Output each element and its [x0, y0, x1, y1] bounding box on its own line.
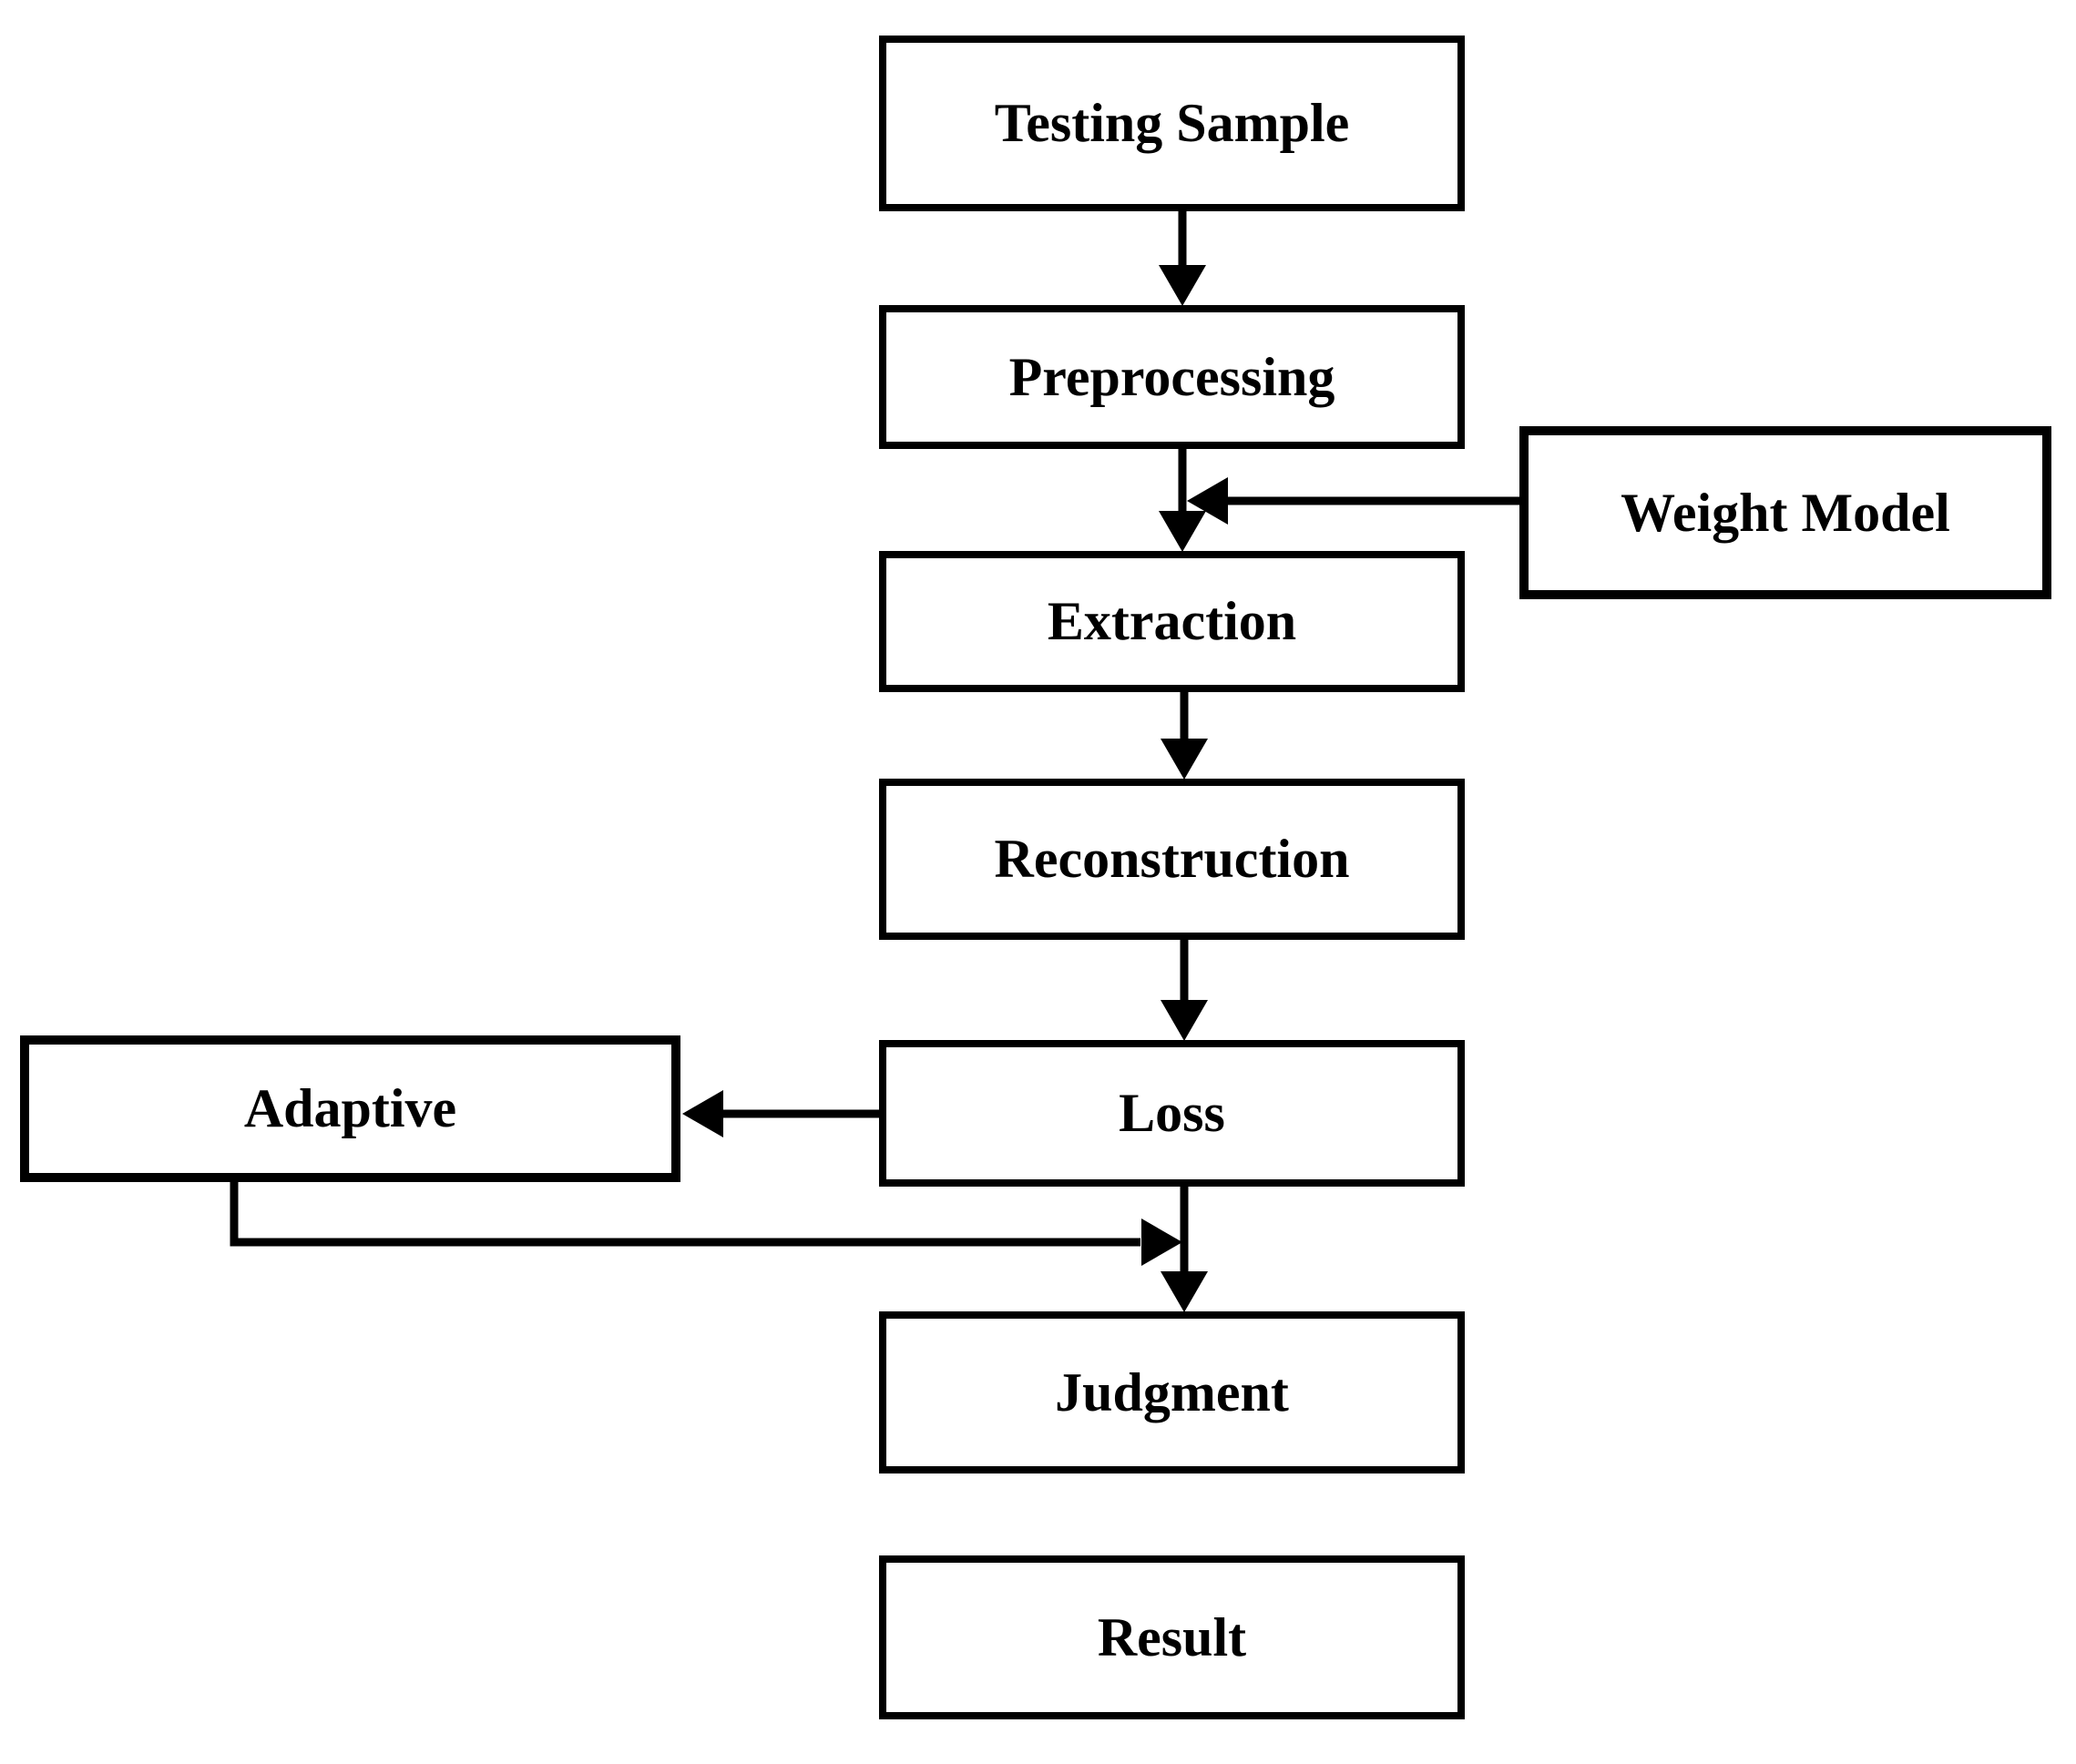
arrow-reconstruction-to-loss [1161, 936, 1208, 1041]
node-adaptive: Adaptive [20, 1035, 680, 1182]
node-label-testing-sample: Testing Sample [994, 93, 1350, 153]
arrow-extraction-to-reconstruction [1161, 688, 1208, 780]
node-extraction: Extraction [879, 551, 1465, 692]
arrow-loss-to-adaptive [682, 1090, 883, 1137]
node-reconstruction: Reconstruction [879, 779, 1465, 940]
node-preprocessing: Preprocessing [879, 305, 1465, 449]
node-label-reconstruction: Reconstruction [994, 829, 1350, 889]
node-testing-sample: Testing Sample [879, 36, 1465, 211]
node-label-loss: Loss [1119, 1083, 1225, 1143]
node-label-extraction: Extraction [1047, 591, 1297, 651]
node-judgment: Judgment [879, 1311, 1465, 1473]
arrow-weight-model-to-extraction-edge [1187, 477, 1523, 525]
arrow-testing-sample-to-preprocessing [1159, 208, 1206, 306]
node-label-result: Result [1097, 1606, 1247, 1667]
node-label-adaptive: Adaptive [243, 1078, 457, 1138]
arrow-preprocessing-to-extraction [1159, 445, 1206, 552]
arrow-loss-to-judgment [1161, 1183, 1208, 1312]
node-label-preprocessing: Preprocessing [1008, 346, 1335, 407]
node-result: Result [879, 1555, 1465, 1719]
arrow-adaptive-feedback [230, 1178, 1182, 1266]
node-weight-model: Weight Model [1519, 426, 2051, 599]
node-loss: Loss [879, 1040, 1465, 1187]
node-label-weight-model: Weight Model [1621, 482, 1950, 543]
node-label-judgment: Judgment [1055, 1361, 1289, 1422]
